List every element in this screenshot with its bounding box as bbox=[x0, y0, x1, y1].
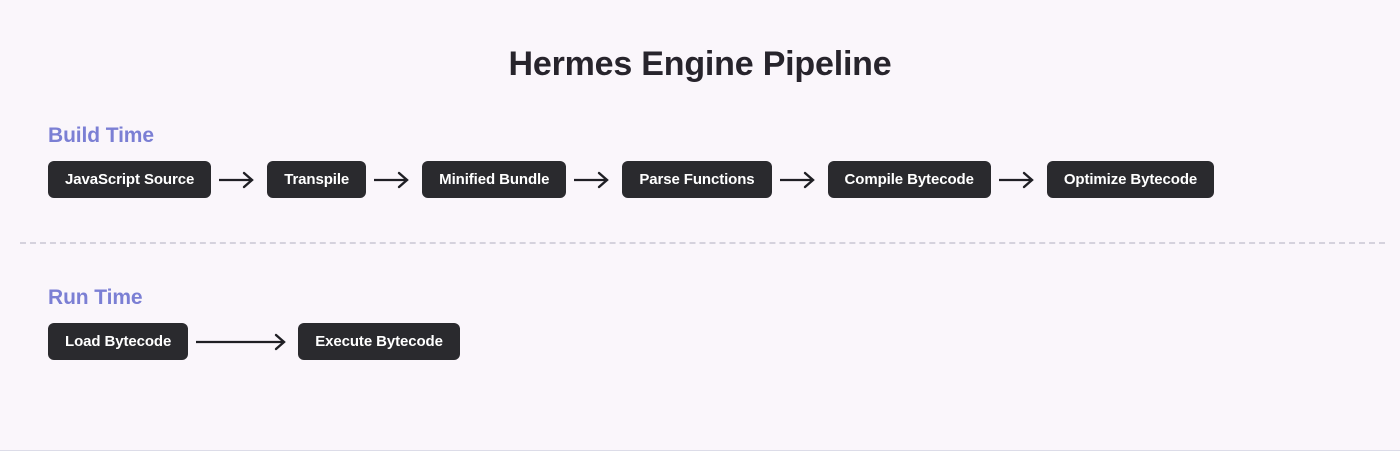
arrow-right-icon bbox=[772, 161, 828, 198]
flow-row-run-time: Load Bytecode Execute Bytecode bbox=[48, 323, 460, 360]
arrow-right-icon bbox=[566, 161, 622, 198]
section-build-time: Build Time JavaScript Source Transpile M… bbox=[48, 123, 1215, 198]
node-javascript-source[interactable]: JavaScript Source bbox=[48, 161, 212, 198]
node-optimize-bytecode[interactable]: Optimize Bytecode bbox=[1046, 161, 1215, 198]
node-parse-functions[interactable]: Parse Functions bbox=[622, 161, 772, 198]
page-title: Hermes Engine Pipeline bbox=[508, 45, 892, 83]
section-run-time: Run Time Load Bytecode Execute Bytecode bbox=[48, 285, 460, 360]
arrow-right-icon bbox=[991, 161, 1047, 198]
node-execute-bytecode[interactable]: Execute Bytecode bbox=[298, 323, 460, 360]
section-divider bbox=[20, 242, 1385, 244]
section-label-build-time: Build Time bbox=[48, 124, 154, 147]
section-label-run-time: Run Time bbox=[48, 286, 143, 309]
node-compile-bytecode[interactable]: Compile Bytecode bbox=[827, 161, 991, 198]
node-load-bytecode[interactable]: Load Bytecode bbox=[48, 323, 189, 360]
arrow-right-icon bbox=[366, 161, 422, 198]
flow-row-build-time: JavaScript Source Transpile Minified Bun… bbox=[48, 161, 1215, 198]
node-transpile[interactable]: Transpile bbox=[267, 161, 367, 198]
node-minified-bundle[interactable]: Minified Bundle bbox=[422, 161, 567, 198]
arrow-right-icon bbox=[211, 161, 267, 198]
arrow-right-icon bbox=[188, 323, 298, 360]
